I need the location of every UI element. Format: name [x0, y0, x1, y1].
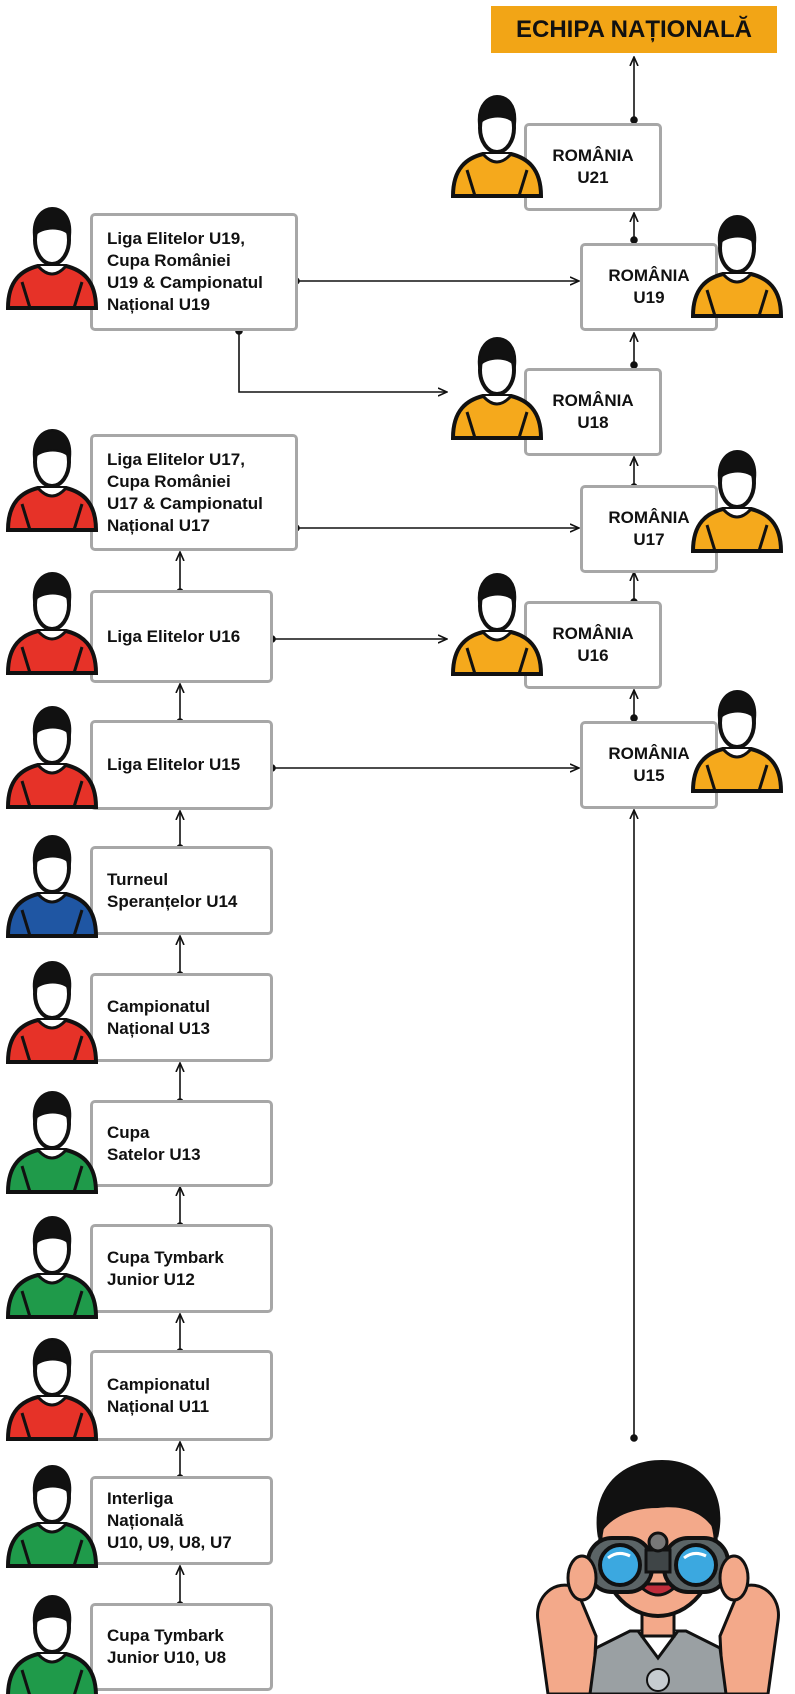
competition-box-u15: Liga Elitelor U15: [90, 720, 273, 810]
competition-box-u11: Campionatul Național U11: [90, 1350, 273, 1441]
national-team-title: ECHIPA NAȚIONALĂ: [491, 6, 777, 53]
player-avatar-icon: [5, 1215, 99, 1319]
player-avatar-icon: [5, 1464, 99, 1568]
competition-box-tymbark-u10: Cupa Tymbark Junior U10, U8: [90, 1603, 273, 1691]
player-avatar-icon: [6, 1594, 98, 1694]
connector-u19-league-to-u18: [238, 331, 446, 392]
player-avatar-icon: [5, 206, 99, 310]
player-avatar-icon: [5, 960, 99, 1064]
national-player-avatar-icon: [450, 336, 544, 440]
competition-box-interliga: Interliga Națională U10, U9, U8, U7: [90, 1476, 273, 1565]
national-player-avatar-icon: [690, 689, 784, 793]
player-avatar-icon: [5, 428, 99, 532]
player-avatar-icon: [5, 1090, 99, 1194]
player-avatar-icon: [5, 1337, 99, 1441]
player-avatar-icon: [5, 705, 99, 809]
national-player-avatar-icon: [690, 214, 784, 318]
player-avatar-icon: [5, 571, 99, 675]
competition-box-u13: Campionatul Național U13: [90, 973, 273, 1062]
competition-box-u12: Cupa Tymbark Junior U12: [90, 1224, 273, 1313]
competition-box-u16: Liga Elitelor U16: [90, 590, 273, 683]
national-team-box-u16: ROMÂNIA U16: [524, 601, 662, 689]
national-player-avatar-icon: [450, 94, 544, 198]
competition-box-u17: Liga Elitelor U17, Cupa României U17 & C…: [90, 434, 298, 551]
national-team-box-u15: ROMÂNIA U15: [580, 721, 718, 809]
national-player-avatar-icon: [450, 572, 544, 676]
national-player-avatar-icon: [690, 449, 784, 553]
competition-box-u19: Liga Elitelor U19, Cupa României U19 & C…: [90, 213, 298, 331]
player-avatar-icon: [5, 834, 99, 938]
national-team-box-u17: ROMÂNIA U17: [580, 485, 718, 573]
national-team-box-u21: ROMÂNIA U21: [524, 123, 662, 211]
competition-box-u14: Turneul Speranțelor U14: [90, 846, 273, 935]
competition-box-sate-u13: Cupa Satelor U13: [90, 1100, 273, 1187]
